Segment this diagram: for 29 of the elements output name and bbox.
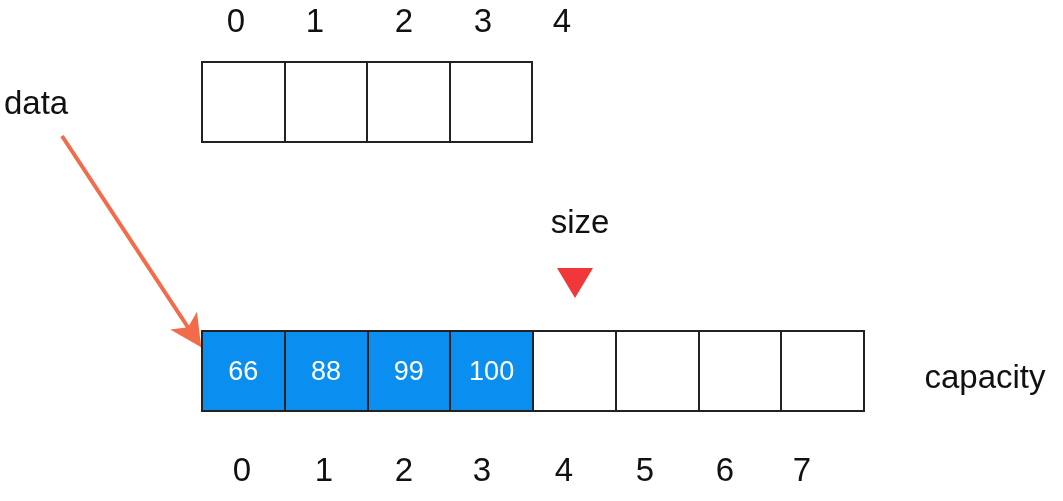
index-label: 2 [394, 2, 414, 40]
index-label: 2 [394, 451, 414, 489]
array-cell-value: 100 [449, 330, 534, 412]
array-cell [283, 61, 368, 143]
index-label: 6 [715, 451, 735, 489]
variable-label: capacity [924, 358, 1046, 396]
array-cell [614, 330, 700, 412]
array-cell [697, 330, 783, 412]
index-label: 0 [226, 2, 246, 40]
index-label: 5 [635, 451, 655, 489]
index-label: 4 [554, 451, 574, 489]
array-cell-value: 88 [283, 330, 369, 412]
arrow [60, 134, 202, 348]
index-label: 1 [314, 451, 334, 489]
index-label: 3 [473, 2, 493, 40]
array-cell [532, 330, 617, 412]
pointer-label: data [4, 84, 69, 122]
index-label: 3 [472, 451, 492, 489]
array-cell [780, 330, 865, 412]
index-label: 7 [792, 451, 812, 489]
array-cell [448, 61, 533, 143]
index-label: 1 [305, 2, 325, 40]
index-label: 0 [232, 451, 252, 489]
variable-label: size [550, 203, 610, 241]
index-label: 4 [552, 2, 572, 40]
array-cell-value: 66 [201, 330, 286, 412]
array-cell-value: 99 [366, 330, 452, 412]
array-cell [366, 61, 451, 143]
array-cell [201, 61, 286, 143]
